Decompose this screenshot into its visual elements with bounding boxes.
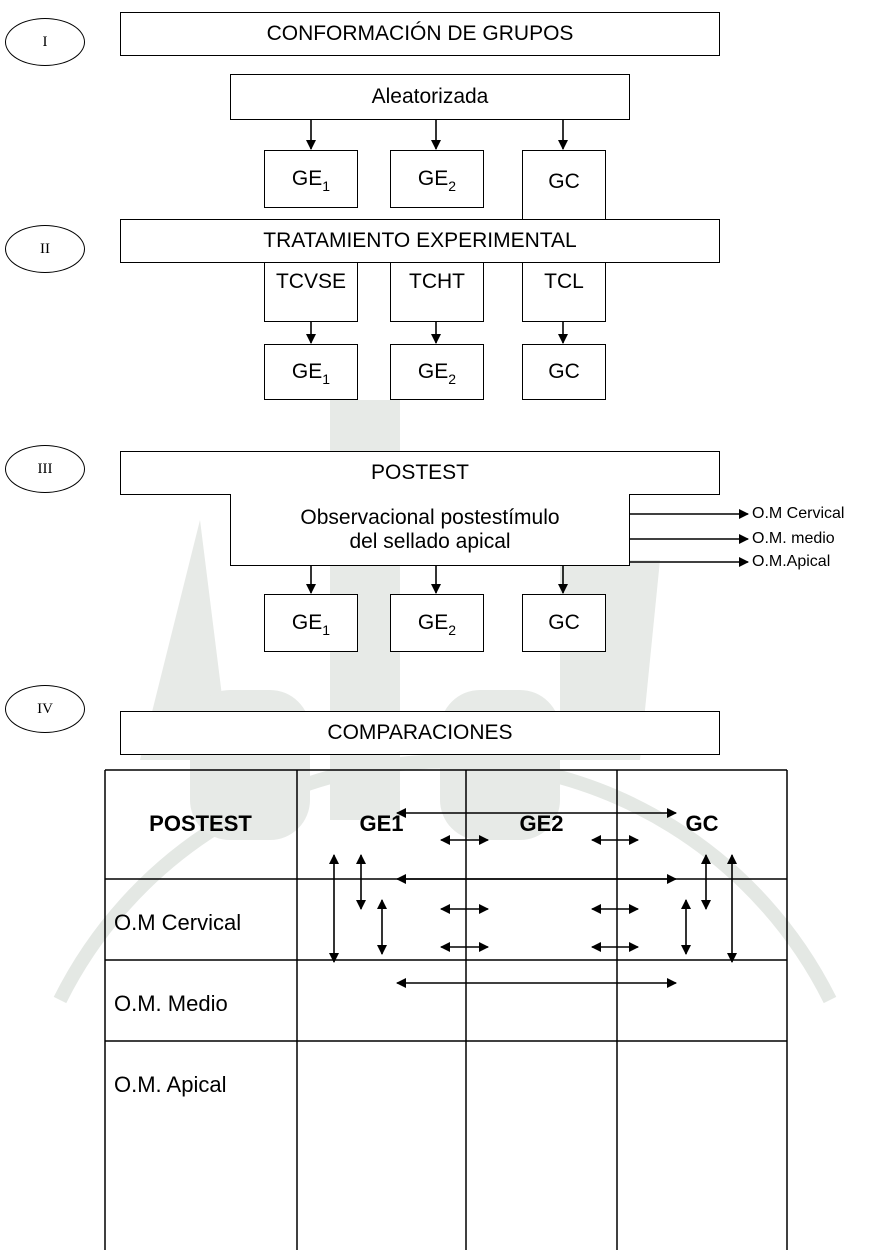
step-3-title: POSTEST	[370, 461, 470, 484]
group-ge1-label: GE1	[291, 167, 331, 194]
observation-line-2: del sellado apical	[349, 529, 511, 553]
group-ge1-label: GE1	[291, 360, 331, 387]
step-marker-3: III	[5, 445, 85, 493]
group-gc-label: GC	[548, 611, 580, 634]
step-1-title-box: CONFORMACIÓN DE GRUPOS	[120, 12, 720, 56]
group-gc-box-3: GC	[522, 594, 606, 652]
table-grid	[104, 769, 788, 1250]
group-gc-label: GC	[548, 360, 580, 383]
treatment-box-2: TCHT	[390, 262, 484, 322]
group-ge1-box-2: GE1	[264, 344, 358, 400]
group-ge2-box-1: GE2	[390, 150, 484, 208]
treatment-label-1: TCVSE	[275, 270, 346, 293]
comparison-table: POSTEST GE1 GE2 GC O.M Cervical O.M. Med…	[104, 769, 788, 1250]
step-marker-1: I	[5, 18, 85, 66]
header-gc: GC	[685, 811, 719, 836]
step-marker-4: IV	[5, 685, 85, 733]
header-ge2: GE2	[519, 811, 564, 836]
row-label-cervical: O.M Cervical	[114, 909, 242, 935]
header-ge1: GE1	[359, 811, 404, 836]
group-ge2-label: GE2	[417, 360, 457, 387]
group-ge1-label: GE1	[291, 611, 331, 638]
step-3-title-box: POSTEST	[120, 451, 720, 495]
group-ge1-box-3: GE1	[264, 594, 358, 652]
treatment-label-2: TCHT	[409, 270, 465, 293]
group-ge2-box-3: GE2	[390, 594, 484, 652]
output-cervical: O.M Cervical	[752, 505, 845, 522]
observation-box: Observacional postestímulo del sellado a…	[230, 494, 630, 566]
group-gc-label: GC	[548, 170, 580, 193]
group-gc-box-2: GC	[522, 344, 606, 400]
randomization-label: Aleatorizada	[371, 85, 489, 108]
step-4-title: COMPARACIONES	[327, 721, 513, 744]
treatment-label-3: TCL	[544, 270, 584, 293]
step-marker-2: II	[5, 225, 85, 273]
step-2-title: TRATAMIENTO EXPERIMENTAL	[263, 229, 577, 252]
group-ge2-label: GE2	[417, 611, 457, 638]
step-1-title: CONFORMACIÓN DE GRUPOS	[266, 22, 574, 45]
group-ge1-box-1: GE1	[264, 150, 358, 208]
output-apical: O.M.Apical	[752, 553, 831, 570]
group-gc-box-1: GC	[522, 150, 606, 220]
observation-line-1: Observacional postestímulo	[300, 505, 560, 529]
group-ge2-box-2: GE2	[390, 344, 484, 400]
randomization-box: Aleatorizada	[230, 74, 630, 120]
output-medio: O.M. medio	[752, 530, 835, 547]
group-ge2-label: GE2	[417, 167, 457, 194]
row-label-apical: O.M. Apical	[114, 1071, 227, 1097]
header-postest: POSTEST	[149, 811, 252, 836]
step-4-title-box: COMPARACIONES	[120, 711, 720, 755]
treatment-box-1: TCVSE	[264, 262, 358, 322]
row-label-medio: O.M. Medio	[114, 990, 228, 1016]
step-2-title-box: TRATAMIENTO EXPERIMENTAL	[120, 219, 720, 263]
treatment-box-3: TCL	[522, 262, 606, 322]
